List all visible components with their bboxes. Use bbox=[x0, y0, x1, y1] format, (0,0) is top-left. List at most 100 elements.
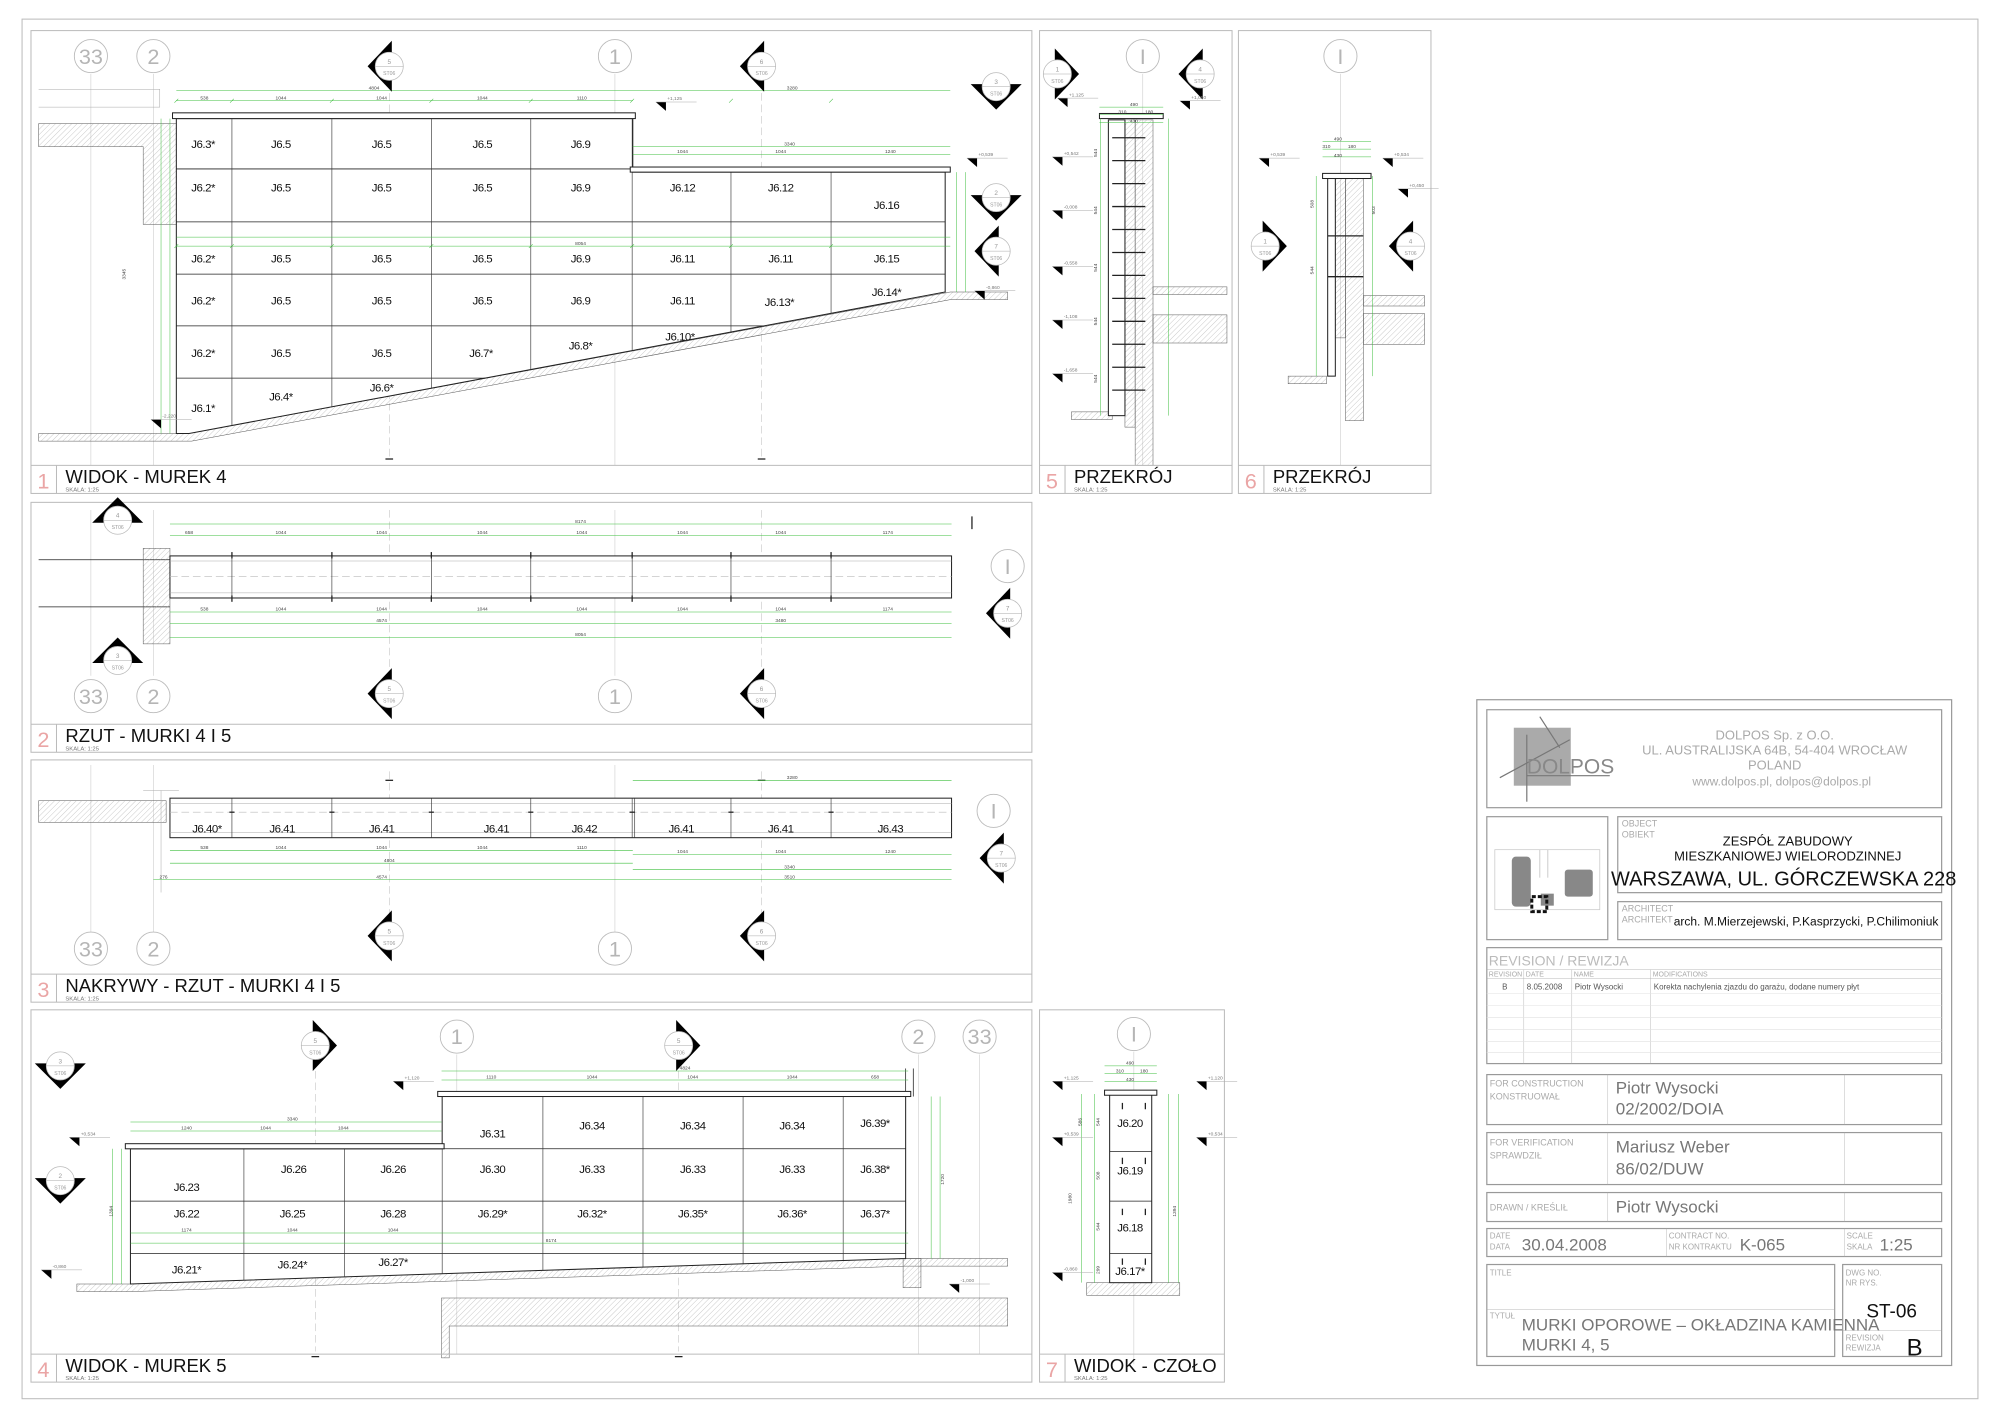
dimension-tick bbox=[429, 98, 434, 103]
adjacent-wall-section bbox=[902, 1258, 922, 1289]
dimension-value: 658 bbox=[185, 530, 193, 536]
date-label-en: DATE bbox=[1490, 1232, 1511, 1241]
revision-col-revision: REVISION bbox=[1489, 972, 1522, 979]
view-frame bbox=[30, 30, 1033, 494]
dimension-value: 544 bbox=[1093, 317, 1099, 325]
coping-stone bbox=[1098, 112, 1164, 120]
grid-axis-bubble: 1 bbox=[597, 39, 632, 74]
section-marker-sheet: ST06 bbox=[1259, 251, 1271, 257]
dimension-value: 1044 bbox=[775, 849, 786, 855]
grid-axis-bubble: 1 bbox=[439, 1019, 474, 1054]
view-scale: SKALA: 1:25 bbox=[65, 996, 99, 1002]
construction-label-en: FOR CONSTRUCTION bbox=[1490, 1079, 1584, 1089]
slab-label: J6.6* bbox=[370, 382, 395, 394]
grid-axis-label: 2 bbox=[912, 1024, 924, 1049]
dimension-tick bbox=[329, 98, 334, 103]
view-number: 2 bbox=[37, 727, 49, 752]
slab-label: J6.17* bbox=[1115, 1266, 1146, 1278]
view-number: 1 bbox=[37, 468, 49, 493]
grid-axis-label: 1 bbox=[609, 936, 621, 961]
dimension-value: 3340 bbox=[784, 864, 795, 870]
level-value: +1,125 bbox=[1069, 92, 1084, 98]
ground-section bbox=[1071, 411, 1113, 420]
slab-label: J6.27* bbox=[378, 1257, 409, 1269]
dimension-value: 3510 bbox=[784, 874, 795, 880]
verification-name: Mariusz Weber bbox=[1616, 1138, 1730, 1157]
dimension-value: 8174 bbox=[575, 519, 586, 525]
section-marker-number: 7 bbox=[1000, 851, 1004, 858]
level-value: +1,125 bbox=[1064, 1075, 1079, 1081]
slab-label: J6.10* bbox=[665, 331, 696, 343]
ground-section bbox=[1363, 295, 1425, 307]
level-marker: +0,450 bbox=[1397, 183, 1439, 198]
level-value: -1,658 bbox=[1064, 368, 1078, 374]
dimension-value: 1044 bbox=[376, 845, 387, 851]
drawn-box bbox=[1486, 1191, 1943, 1223]
level-value: -0,860 bbox=[986, 285, 1000, 291]
revision-row-date: 8.05.2008 bbox=[1527, 983, 1563, 992]
key-plan bbox=[1494, 849, 1601, 914]
slab-label: J6.5 bbox=[271, 254, 291, 266]
dimension-value: 544 bbox=[1095, 1118, 1101, 1126]
dimension-value: 1720 bbox=[940, 1174, 946, 1185]
drawn-label: DRAWN / KREŚLIŁ bbox=[1490, 1202, 1568, 1213]
dimension-value: 3280 bbox=[787, 85, 798, 91]
company-address: UL. AUSTRALIJSKA 64B, 54-404 WROCŁAW bbox=[1642, 743, 1908, 758]
grid-axis-bubble: 1 bbox=[597, 931, 632, 966]
title-label-en: TITLE bbox=[1490, 1269, 1512, 1278]
dimension-value: 1044 bbox=[687, 1075, 698, 1081]
dimension-value: 1044 bbox=[677, 849, 688, 855]
level-value: +0,542 bbox=[1064, 151, 1079, 157]
dimension-value: 1044 bbox=[677, 149, 688, 155]
dimension-tick bbox=[429, 243, 434, 249]
slab-label: J6.5 bbox=[271, 296, 291, 308]
object-box bbox=[1617, 816, 1943, 894]
dimension-value: 310 bbox=[1116, 1068, 1124, 1074]
section-marker-sheet: ST06 bbox=[990, 256, 1002, 262]
section-marker-sheet: ST06 bbox=[755, 71, 767, 77]
wall-cap bbox=[124, 1143, 445, 1150]
slab-label: J6.11 bbox=[768, 254, 793, 266]
view-number: 7 bbox=[1046, 1357, 1058, 1382]
slab-label: J6.5 bbox=[473, 139, 493, 151]
dimension-value: 544 bbox=[1093, 374, 1099, 382]
dimension-value: 299 bbox=[1095, 1266, 1101, 1274]
slab-label: J6.20 bbox=[1117, 1118, 1143, 1130]
grid-axis-label: 33 bbox=[79, 684, 103, 709]
section-marker-number: 6 bbox=[760, 686, 764, 693]
company-box bbox=[1486, 709, 1943, 809]
dimension-value: 1044 bbox=[376, 95, 387, 101]
level-value: -2,220 bbox=[162, 414, 176, 420]
section-marker-number: 4 bbox=[116, 513, 120, 520]
dimension-value: 3480 bbox=[775, 618, 786, 624]
dimension-value: 3340 bbox=[287, 1117, 298, 1123]
slab-label: J6.9 bbox=[571, 139, 591, 151]
slab-label: J6.5 bbox=[372, 254, 392, 266]
revision-row-rev: B bbox=[1502, 983, 1507, 992]
ground-section bbox=[1287, 375, 1327, 385]
title-box bbox=[1486, 1263, 1836, 1358]
slab-label: J6.5 bbox=[473, 254, 493, 266]
section-marker-number: 5 bbox=[387, 928, 391, 935]
view-scale: SKALA: 1:25 bbox=[1074, 488, 1108, 494]
level-triangle-icon bbox=[1052, 1081, 1063, 1091]
slab-label: J6.11 bbox=[670, 254, 695, 266]
dimension-tick bbox=[728, 98, 734, 103]
view-number: 3 bbox=[37, 977, 49, 1002]
level-triangle-icon bbox=[1052, 1272, 1063, 1282]
dimension-value: 544 bbox=[1093, 263, 1099, 271]
construction-license: 02/2002/DOIA bbox=[1616, 1100, 1724, 1119]
section-marker-number: 5 bbox=[314, 1038, 318, 1045]
dimension-tick bbox=[229, 243, 235, 249]
dimension-value: 1044 bbox=[775, 530, 786, 536]
dwg-label-pl: NR RYS. bbox=[1846, 1279, 1878, 1288]
object-line-3: WARSZAWA, UL. GÓRCZEWSKA 228 bbox=[1611, 868, 1956, 891]
dimension-value: 1044 bbox=[775, 607, 786, 613]
dimension-value: 430 bbox=[1130, 118, 1138, 124]
slab-label: J6.14* bbox=[872, 287, 903, 299]
